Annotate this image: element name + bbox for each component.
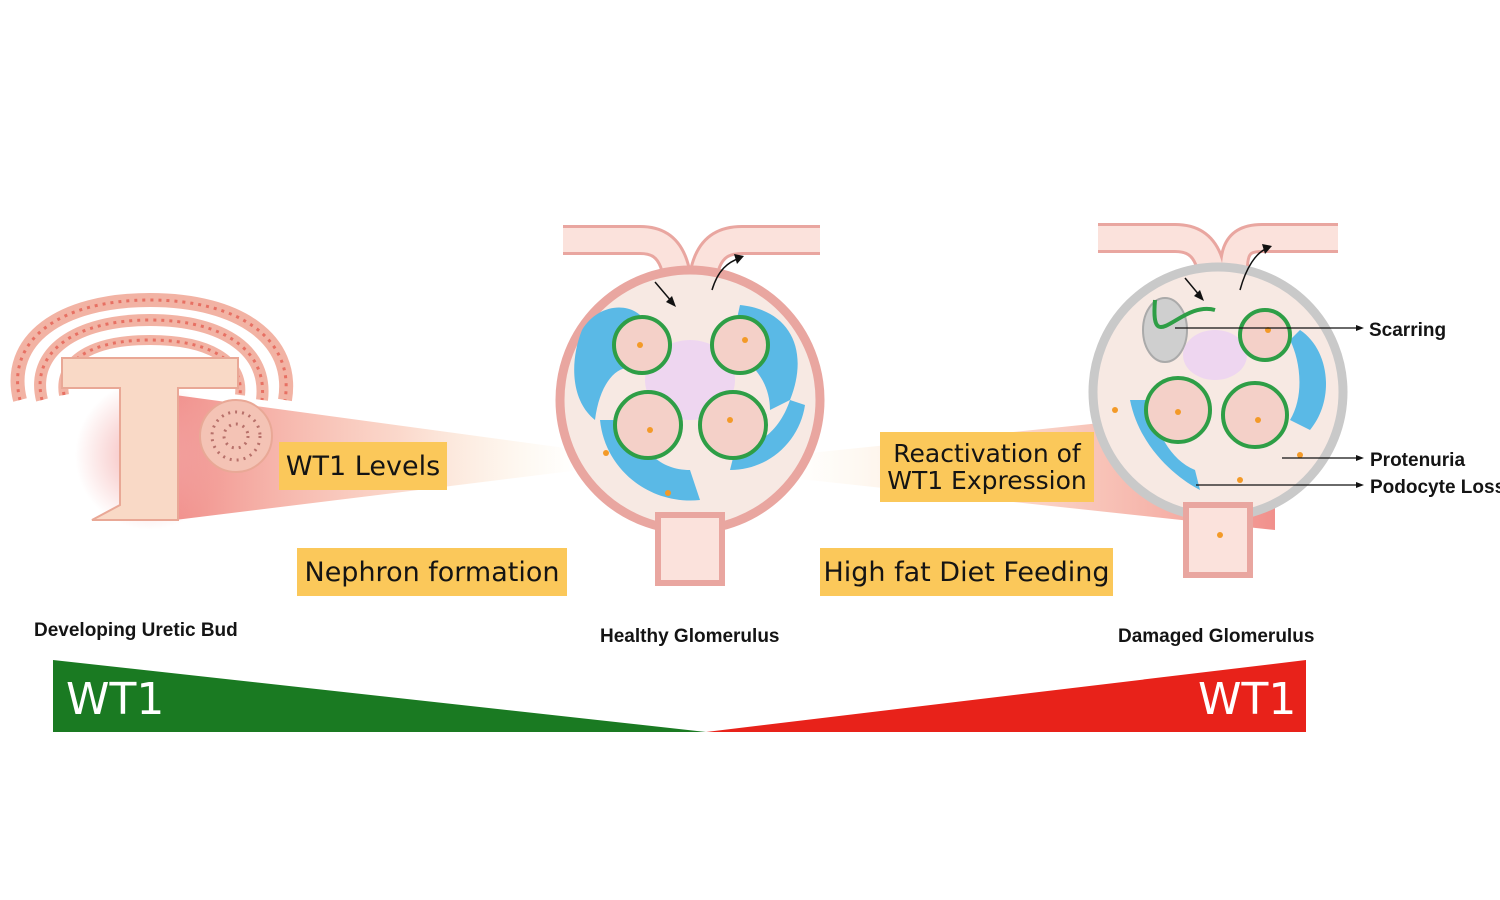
wt1-decreasing-bar [53, 660, 706, 732]
reactivation-line1: Reactivation of [893, 439, 1081, 468]
damaged-glomerulus-illustration [1088, 223, 1364, 578]
healthy-glomerulus-illustration [555, 225, 825, 586]
wt1-left-label: WT1 [66, 674, 165, 725]
caption-healthy-glomerulus: Healthy Glomerulus [600, 626, 780, 647]
developing-bud-illustration [10, 292, 294, 530]
caption-developing-bud: Developing Uretic Bud [34, 620, 238, 641]
reactivation-label: Reactivation of WT1 Expression [880, 432, 1094, 502]
wt1-right-label: WT1 [1198, 674, 1297, 725]
wt1-increasing-bar [706, 660, 1306, 732]
wt1-levels-label: WT1 Levels [279, 442, 447, 490]
annotation-scarring: Scarring [1369, 320, 1447, 341]
annotation-protenuria: Protenuria [1370, 450, 1466, 471]
nephron-formation-label: Nephron formation [297, 548, 567, 596]
reactivation-line2: WT1 Expression [887, 466, 1087, 495]
caption-damaged-glomerulus: Damaged Glomerulus [1118, 626, 1315, 647]
high-fat-diet-label: High fat Diet Feeding [820, 548, 1113, 596]
annotation-podocyte-loss: Podocyte Loss [1370, 477, 1500, 498]
